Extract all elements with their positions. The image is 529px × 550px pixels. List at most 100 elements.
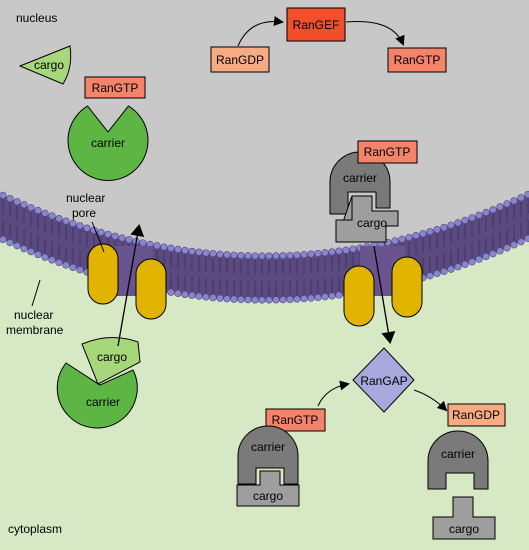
lipid-head (125, 236, 133, 244)
nucleus-label: nucleus (16, 11, 57, 25)
lipid-head (328, 292, 336, 300)
nuclear-membrane-label-line: membrane (6, 323, 64, 337)
lipid-head (461, 260, 469, 268)
lipid-head (27, 204, 35, 212)
lipid-head (398, 235, 406, 243)
ran-gtp-box-nucleus (387, 47, 447, 73)
lipid-head (160, 243, 168, 251)
ran-gdp-label: RanGDP (216, 53, 264, 67)
carrier-label: carrier (251, 440, 285, 454)
lipid-head (489, 206, 497, 214)
lipid-head (321, 293, 329, 301)
ran-gtp-label: RanGTP (92, 81, 139, 95)
lipid-head (118, 234, 126, 242)
lipid-head (55, 214, 63, 223)
nuclear-pore-protein (391, 256, 423, 318)
cytoplasm-label: cytoplasm (8, 522, 62, 536)
lipid-head (405, 233, 413, 242)
lipid-head (230, 295, 238, 303)
lipid-head (0, 191, 7, 199)
lipid-head (76, 222, 84, 230)
nuclear-pore-label: nuclear pore (66, 191, 109, 220)
carrier-gray-free (427, 430, 489, 490)
lipid-head (251, 252, 259, 260)
lipid-head (503, 200, 511, 208)
lipid-head (209, 294, 217, 302)
ran-gdp-label: RanGDP (452, 408, 500, 422)
lipid-head (279, 252, 287, 260)
lipid-head (496, 247, 504, 255)
lipid-head (524, 190, 529, 199)
ran-gap-diamond (352, 347, 415, 413)
lipid-head (258, 296, 266, 304)
export-arrow (373, 245, 396, 344)
lipid-head (48, 212, 56, 220)
carrier-gray-cytoplasm (237, 425, 299, 485)
lipid-head (251, 296, 259, 304)
lipid-head (216, 294, 224, 302)
lipid-head (321, 249, 329, 257)
lipid-head (517, 238, 525, 246)
lipid-head (195, 248, 203, 256)
lipid-head (489, 250, 497, 258)
lipid-head (300, 251, 308, 259)
lipid-head (461, 216, 469, 224)
import-arrow (117, 224, 145, 347)
lipid-head (188, 291, 196, 299)
lipid-head (272, 252, 280, 260)
carrier-label: carrier (91, 136, 125, 150)
lipid-head (468, 258, 476, 266)
lipid-head (307, 250, 315, 258)
lipid-head (34, 250, 42, 259)
lipid-head (223, 251, 231, 259)
carrier-green-nucleus (67, 105, 149, 182)
cargo-gray-cytoplasm (236, 470, 300, 507)
lipid-head (279, 296, 287, 304)
lipid-head (20, 245, 28, 253)
lipid-head (62, 217, 70, 225)
lipid-head (447, 265, 455, 273)
cargo-label: cargo (449, 522, 479, 536)
lipid-head (216, 250, 224, 258)
nuclear-pore-leader (91, 221, 105, 253)
lipid-head (342, 246, 350, 254)
lipid-head (41, 253, 49, 261)
lipid-head (167, 288, 175, 296)
lipid-head (293, 251, 301, 259)
lipid-head (0, 235, 7, 243)
lipid-head (69, 263, 77, 272)
lipid-head (433, 270, 441, 278)
lipid-head (209, 250, 217, 258)
nuclear-membrane-label-line: nuclear (14, 308, 53, 322)
lipid-head (167, 244, 175, 252)
lipid-head (27, 248, 35, 256)
lipid-head (6, 194, 14, 203)
lipid-head (13, 198, 21, 206)
lipid-head (286, 295, 294, 304)
lipid-head (237, 295, 245, 304)
lipid-head (314, 293, 322, 302)
lipid-head (440, 223, 448, 232)
nuclear-membrane-label: nuclear membrane (6, 308, 64, 337)
lipid-head (265, 252, 273, 260)
ran-gef-box (286, 7, 346, 42)
carrier-green-cytoplasm (56, 362, 138, 429)
nuclear-membrane-leader (31, 279, 41, 307)
lipid-head (97, 228, 105, 236)
cargo-wedge-bound (81, 337, 141, 385)
lipid-head (76, 266, 84, 274)
lipid-head (62, 261, 70, 269)
lipid-head (48, 256, 56, 264)
lipid-head (6, 238, 14, 247)
ran-gdp-box-cytoplasm (447, 403, 506, 427)
lipid-head (13, 242, 21, 250)
lipid-head (440, 267, 448, 276)
lipid-head (55, 258, 63, 267)
lipid-head (244, 252, 252, 260)
lipid-head (475, 211, 483, 219)
lipid-head (139, 239, 147, 247)
lipid-head (69, 219, 77, 228)
carrier-label: carrier (343, 171, 377, 185)
lipid-head (293, 295, 301, 303)
cargo-label: cargo (97, 350, 127, 364)
